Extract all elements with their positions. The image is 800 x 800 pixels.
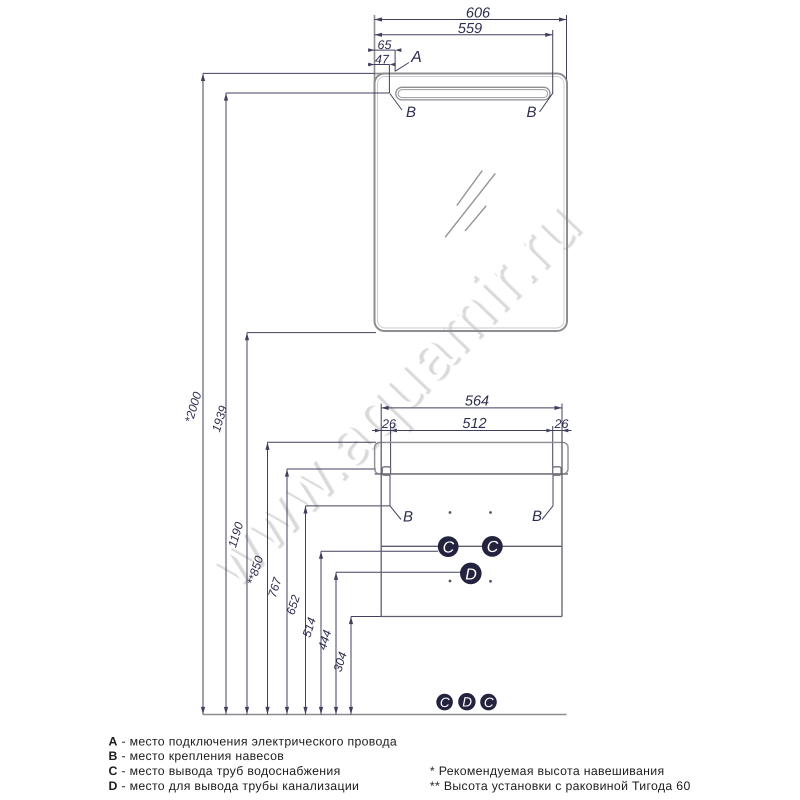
svg-text:26: 26 — [554, 417, 569, 431]
svg-text:606: 606 — [466, 6, 491, 22]
svg-text:B: B — [532, 508, 542, 525]
svg-text:D: D — [462, 695, 472, 710]
svg-text:512: 512 — [462, 416, 486, 432]
svg-text:47: 47 — [375, 52, 390, 66]
svg-text:B: B — [406, 104, 416, 121]
svg-text:* Рекомендуемая высота навешив: * Рекомендуемая высота навешивания — [430, 764, 665, 778]
svg-text:B - место крепления навесов: B - место крепления навесов — [109, 749, 285, 763]
svg-text:** Высота установки с раковино: ** Высота установки с раковиной Тигода 6… — [430, 779, 691, 793]
svg-text:B: B — [403, 509, 413, 526]
svg-text:A: A — [410, 49, 422, 66]
svg-text:D - место для вывода трубы кан: D - место для вывода трубы канализации — [109, 779, 360, 793]
svg-text:C: C — [443, 539, 455, 556]
svg-text:A - место подключения электрич: A - место подключения электрического про… — [109, 734, 398, 748]
svg-text:C: C — [487, 539, 499, 556]
svg-text:559: 559 — [458, 21, 482, 37]
svg-text:767: 767 — [265, 575, 285, 600]
svg-text:514: 514 — [300, 615, 319, 639]
svg-text:26: 26 — [381, 417, 396, 431]
svg-text:D: D — [465, 566, 477, 583]
svg-text:444: 444 — [315, 628, 334, 652]
svg-text:C: C — [440, 695, 450, 710]
svg-text:304: 304 — [331, 650, 350, 674]
svg-text:C - место вывода труб водоснаб: C - место вывода труб водоснабжения — [109, 764, 341, 778]
svg-text:652: 652 — [284, 593, 303, 617]
svg-text:564: 564 — [465, 394, 489, 410]
svg-text:B: B — [526, 104, 536, 121]
svg-text:65: 65 — [378, 38, 392, 52]
svg-text:C: C — [484, 695, 494, 710]
